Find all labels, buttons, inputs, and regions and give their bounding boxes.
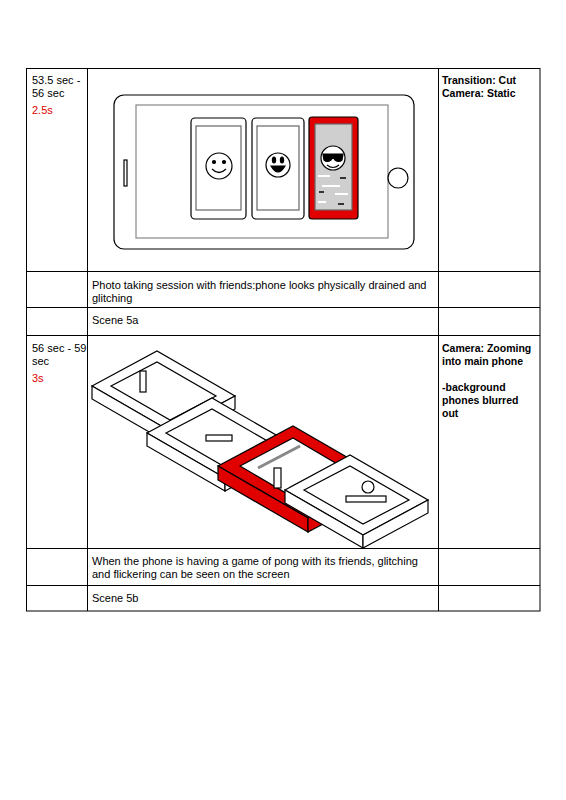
phone-smiley [191,118,246,219]
scene-description: Photo taking session with friends:phone … [92,279,434,305]
drawing-stroke [271,166,285,172]
drawing-stroke [438,69,439,612]
drawing-stroke [274,468,281,488]
drawing-stroke [191,118,246,219]
scene-description: When the phone is having a game of pong … [92,555,434,581]
drawing-stroke [212,169,226,173]
drawing-stroke [27,69,541,612]
drawing-stroke [114,95,414,249]
drawing-stroke [136,105,388,238]
drawing-stroke [87,69,88,612]
drawing-stroke [252,118,304,219]
pong-slab-4 [285,455,428,548]
drawing-stroke [206,153,232,179]
camera-note: Camera: Static [442,87,537,100]
drawing-stroke [223,161,226,164]
scene-number: Scene 5b [92,592,292,605]
drawing-stroke [304,466,409,524]
drawing-stroke [213,161,216,164]
phone-laughing [252,118,304,219]
duration: 2.5s [32,104,82,117]
table-grid [27,69,541,612]
transition-note: Transition: Cut [442,74,537,87]
drawing-stroke [322,185,340,187]
drawing-stroke [140,371,146,392]
drawing-stroke [27,307,541,308]
drawing-stroke [309,117,358,219]
glitching-red-phone [309,117,358,219]
duration: 3s [32,372,82,385]
drawing-stroke [315,124,352,210]
drawing-stroke [318,201,326,203]
drawing-stroke [27,548,541,549]
drawing-stroke [335,193,348,195]
drawing-stroke [346,496,386,502]
drawing-stroke [319,191,324,193]
drawing-stroke [27,585,541,586]
drawing-stroke [272,157,275,163]
drawing-stroke [362,481,374,493]
time-range: 56 sec - 59 sec [32,342,88,368]
camera-note: -background phones blurred out [442,381,537,420]
camera-note: Camera: Zooming into main phone [442,342,537,368]
drawing-stroke [206,435,232,441]
drawing-stroke [258,446,300,468]
drawing-stroke [27,335,541,336]
drawing-stroke [124,160,127,186]
drawing-stroke [280,157,283,163]
drawing-stroke [266,153,290,177]
scene-number: Scene 5a [92,314,292,327]
drawing-stroke [323,154,343,162]
drawing-stroke [340,177,346,179]
landscape-phone [114,95,414,249]
drawing-stroke [318,176,348,202]
drawing-stroke [318,175,330,177]
drawing-stroke [327,165,339,168]
time-range: 53.5 sec - 56 sec [32,74,88,100]
drawing-stroke [388,168,408,188]
drawing-stroke [27,271,541,272]
drawing-stroke [338,203,344,205]
drawing-stroke [321,146,345,170]
drawing-stroke [257,126,299,210]
drawing-stroke [319,178,346,204]
drawing-stroke [196,126,241,210]
